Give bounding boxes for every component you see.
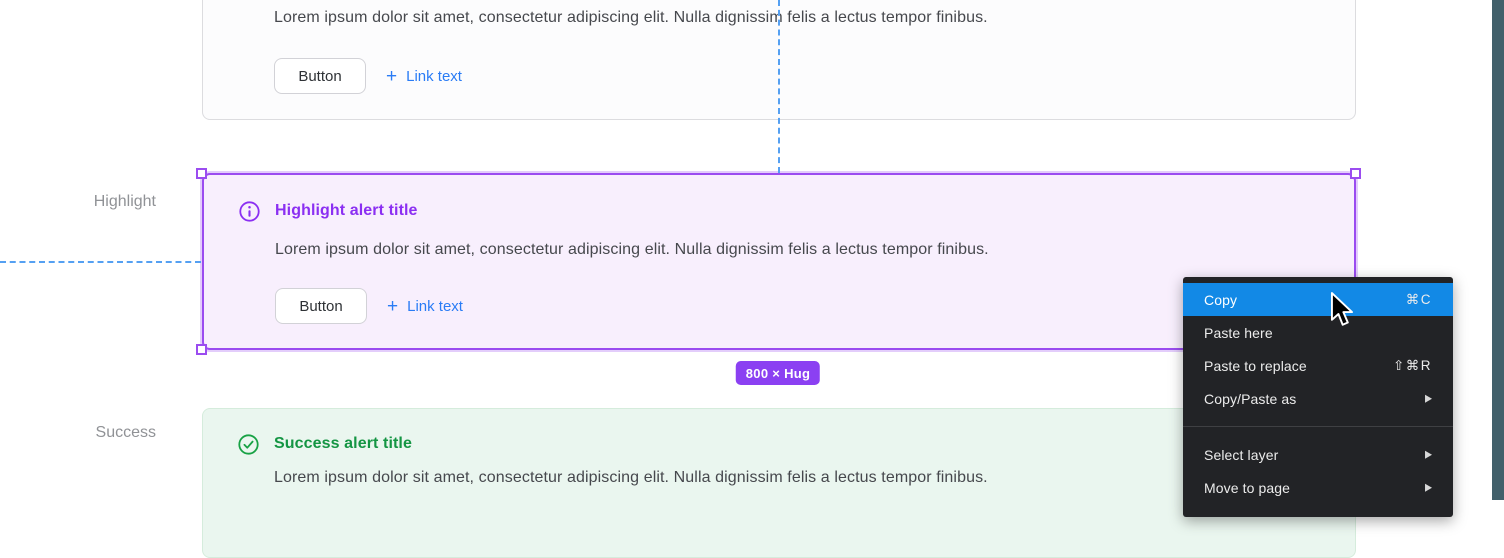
section-label-success: Success bbox=[95, 424, 156, 441]
alert-button[interactable]: Button bbox=[274, 58, 366, 94]
selection-handle-top-left[interactable] bbox=[196, 168, 207, 179]
mouse-cursor-icon bbox=[1330, 292, 1355, 334]
selection-handle-bottom-left[interactable] bbox=[196, 344, 207, 355]
plus-icon: + bbox=[387, 295, 399, 317]
alert-body-text: Lorem ipsum dolor sit amet, consectetur … bbox=[275, 241, 989, 258]
selection-handle-top-right[interactable] bbox=[1350, 168, 1361, 179]
horizontal-alignment-guide bbox=[0, 261, 201, 263]
alert-actions-row: Button + Link text bbox=[274, 58, 462, 94]
info-icon bbox=[239, 201, 260, 222]
alert-body-text: Lorem ipsum dolor sit amet, consectetur … bbox=[274, 9, 988, 26]
menu-item-shortcut: ⇧⌘R bbox=[1392, 357, 1432, 373]
check-circle-icon bbox=[238, 434, 259, 455]
alert-card-highlight[interactable]: Highlight alert title Lorem ipsum dolor … bbox=[202, 173, 1356, 350]
alert-link[interactable]: + Link text bbox=[387, 297, 463, 316]
menu-item-paste-here[interactable]: Paste here bbox=[1183, 316, 1453, 349]
alert-title: Highlight alert title bbox=[275, 202, 418, 219]
section-label-highlight: Highlight bbox=[93, 193, 156, 210]
menu-item-move-to-page[interactable]: Move to page ▶ bbox=[1183, 471, 1453, 504]
menu-item-label: Copy/Paste as bbox=[1204, 390, 1297, 407]
menu-item-label: Move to page bbox=[1204, 479, 1291, 496]
menu-item-copy[interactable]: Copy ⌘C bbox=[1183, 283, 1453, 316]
menu-item-label: Select layer bbox=[1204, 446, 1279, 463]
alert-link-label: Link text bbox=[406, 67, 462, 85]
alert-title: Success alert title bbox=[274, 435, 412, 452]
size-badge: 800 × Hug bbox=[735, 361, 821, 385]
alert-button[interactable]: Button bbox=[275, 288, 367, 324]
menu-item-paste-to-replace[interactable]: Paste to replace ⇧⌘R bbox=[1183, 349, 1453, 382]
submenu-arrow-icon: ▶ bbox=[1424, 392, 1432, 404]
vertical-alignment-guide bbox=[778, 0, 780, 173]
canvas-side-panel-edge bbox=[1492, 0, 1504, 500]
submenu-arrow-icon: ▶ bbox=[1424, 448, 1432, 460]
context-menu: Copy ⌘C Paste here Paste to replace ⇧⌘R … bbox=[1183, 277, 1453, 517]
menu-item-label: Copy bbox=[1204, 291, 1238, 308]
menu-item-select-layer[interactable]: Select layer ▶ bbox=[1183, 438, 1453, 471]
menu-item-copy-paste-as[interactable]: Copy/Paste as ▶ bbox=[1183, 382, 1453, 415]
menu-item-label: Paste here bbox=[1204, 324, 1273, 341]
submenu-arrow-icon: ▶ bbox=[1424, 481, 1432, 493]
menu-divider bbox=[1183, 426, 1453, 427]
plus-icon: + bbox=[386, 65, 398, 87]
alert-body-text: Lorem ipsum dolor sit amet, consectetur … bbox=[274, 469, 988, 486]
alert-actions-row: Button + Link text bbox=[275, 288, 463, 324]
menu-item-label: Paste to replace bbox=[1204, 357, 1307, 374]
menu-item-shortcut: ⌘C bbox=[1405, 291, 1432, 307]
alert-link-label: Link text bbox=[407, 297, 463, 315]
alert-link[interactable]: + Link text bbox=[386, 67, 462, 86]
